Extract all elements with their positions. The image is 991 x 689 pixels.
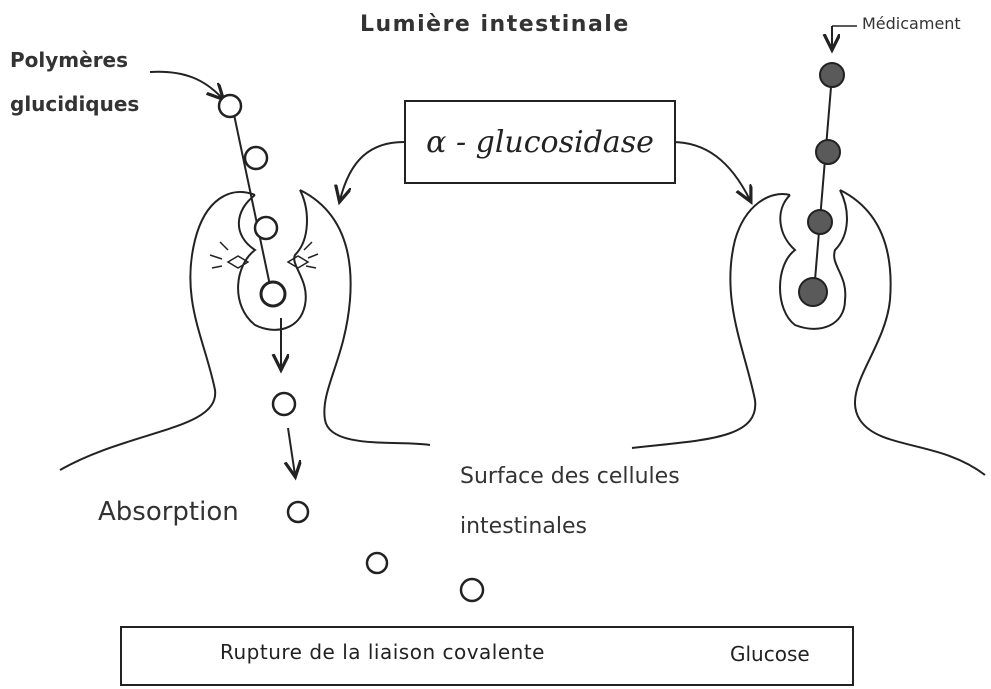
absorbed-glucose [286, 500, 310, 524]
glucose-unit [243, 145, 269, 171]
intestinal-lumen-title: Lumière intestinale [360, 12, 630, 37]
released-glucose [271, 391, 297, 417]
absorption-arrow [288, 427, 295, 475]
enzyme-arrow-left [340, 141, 405, 200]
absorption-label: Absorption [98, 497, 239, 527]
absorbed-glucose [365, 551, 389, 575]
enzyme-arrow-right [671, 141, 750, 200]
cell-surface-label-line2: intestinales [460, 514, 587, 539]
bond-rupture-marks [209, 241, 319, 269]
polymer-pointer-arrow [149, 70, 222, 98]
absorbed-glucose [459, 577, 485, 603]
legend-glucose-label: Glucose [730, 642, 810, 666]
right-villus-outline [631, 189, 986, 476]
right-enzyme-pocket [779, 189, 848, 330]
drug-chain-bond [813, 74, 833, 293]
drug-unit [819, 62, 845, 88]
polymer-chain-bond [231, 104, 273, 296]
drug-unit [815, 139, 841, 165]
glucose-unit [253, 215, 279, 241]
glucose-unit [259, 280, 287, 308]
enzyme-label: α - glucosidase [404, 100, 676, 184]
left-enzyme-pocket [237, 189, 308, 331]
glucose-unit [217, 93, 243, 119]
legend-bond-rupture-label: Rupture de la liaison covalente [220, 640, 545, 664]
left-villus-outline [59, 189, 431, 471]
polymers-label-line2: glucidiques [10, 92, 140, 116]
drug-unit [798, 277, 828, 307]
cell-surface-label-line1: Surface des cellules [460, 464, 680, 489]
drug-label: Médicament [862, 14, 961, 33]
polymers-label-line1: Polymères [10, 48, 129, 72]
legend-box [120, 626, 854, 686]
drug-unit [807, 209, 833, 235]
